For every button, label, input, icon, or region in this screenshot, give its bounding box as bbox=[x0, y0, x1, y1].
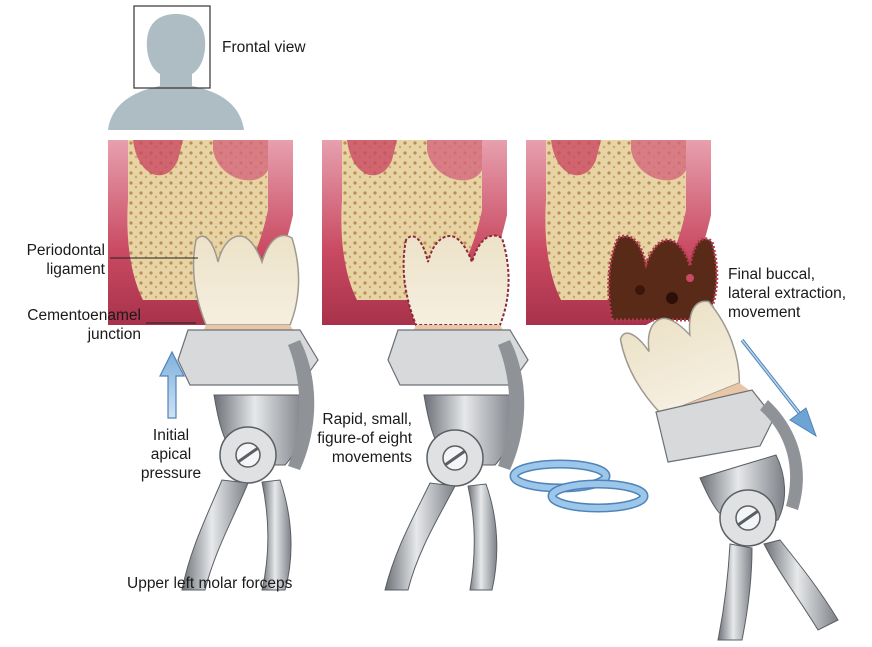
periodontal-line-2: ligament bbox=[10, 260, 105, 279]
final-line-1: Final buccal, bbox=[728, 265, 846, 284]
cej-line-2: junction bbox=[8, 325, 141, 344]
apical-line-1: Initial bbox=[136, 426, 206, 445]
forceps-label: Upper left molar forceps bbox=[127, 574, 292, 593]
eight-line-3: movements bbox=[296, 448, 412, 467]
apical-line-3: pressure bbox=[136, 464, 206, 483]
tooth-in-socket-1 bbox=[194, 236, 299, 338]
final-movement-label: Final buccal, lateral extraction, moveme… bbox=[728, 265, 846, 322]
frontal-view-label: Frontal view bbox=[222, 38, 306, 57]
figure-eight-icon bbox=[514, 464, 644, 508]
final-line-3: movement bbox=[728, 303, 846, 322]
eight-line-2: figure-of eight bbox=[296, 429, 412, 448]
cej-line-1: Cementoenamel bbox=[8, 306, 141, 325]
periodontal-ligament-label: Periodontal ligament bbox=[10, 241, 105, 279]
figure-of-eight-label: Rapid, small, figure-of eight movements bbox=[296, 410, 412, 467]
tooth-in-socket-2 bbox=[404, 236, 509, 338]
final-line-2: lateral extraction, bbox=[728, 284, 846, 303]
frontal-view-icon bbox=[108, 6, 244, 130]
eight-line-1: Rapid, small, bbox=[296, 410, 412, 429]
apical-line-2: apical bbox=[136, 445, 206, 464]
cementoenamel-junction-label: Cementoenamel junction bbox=[8, 306, 141, 344]
periodontal-line-1: Periodontal bbox=[10, 241, 105, 260]
initial-apical-pressure-label: Initial apical pressure bbox=[136, 426, 206, 483]
